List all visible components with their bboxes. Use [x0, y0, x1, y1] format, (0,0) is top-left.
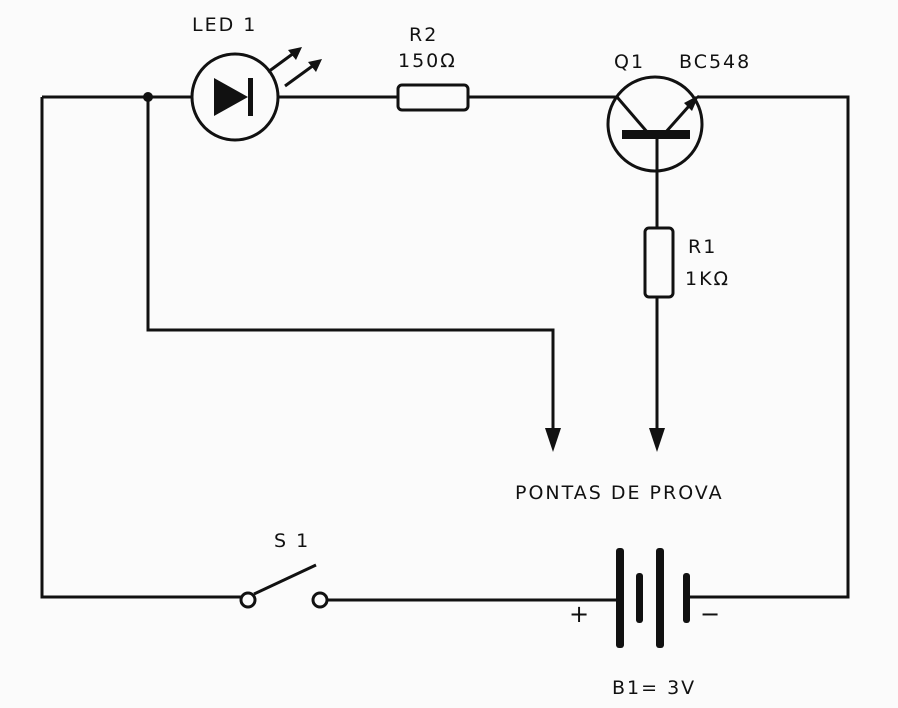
led-label: LED 1 [192, 14, 258, 36]
led-arrowhead-1 [288, 47, 302, 60]
switch-lever [253, 563, 317, 596]
battery-plate-3 [656, 548, 664, 648]
wire-probe-left [146, 97, 555, 440]
resistor-r1 [643, 226, 675, 299]
battery-minus: − [700, 600, 723, 628]
q1-name: Q1 [614, 51, 646, 73]
transistor-q1 [606, 75, 704, 173]
transistor-collector [615, 96, 650, 134]
wire-top-left [42, 95, 850, 599]
probes-label: PONTAS DE PROVA [515, 482, 724, 504]
transistor-emitter-arrow [684, 95, 699, 111]
junction-dot [143, 92, 153, 102]
battery-plus: + [569, 600, 592, 628]
r2-value: 150Ω [398, 50, 457, 72]
probe-arrow-right [649, 428, 665, 452]
battery-label: B1= 3V [612, 677, 697, 699]
q1-type: BC548 [679, 51, 752, 73]
battery-plate-4 [683, 573, 690, 623]
led-diode-bar [248, 78, 253, 116]
battery-plate-1 [616, 548, 624, 648]
switch-terminal-left [239, 591, 257, 609]
r2-name: R2 [409, 24, 439, 46]
switch-label: S 1 [274, 530, 311, 552]
r1-name: R1 [688, 236, 718, 258]
probe-arrow-left [545, 428, 561, 452]
battery-plate-2 [636, 573, 643, 623]
switch-terminal-right [311, 591, 329, 609]
transistor-base-bar [622, 130, 690, 139]
led-body [190, 52, 280, 142]
r1-value: 1KΩ [685, 268, 731, 290]
led-diode-triangle [214, 78, 248, 116]
led-arrowhead-2 [308, 59, 322, 72]
resistor-r2 [396, 83, 470, 112]
wire-left [40, 97, 241, 599]
